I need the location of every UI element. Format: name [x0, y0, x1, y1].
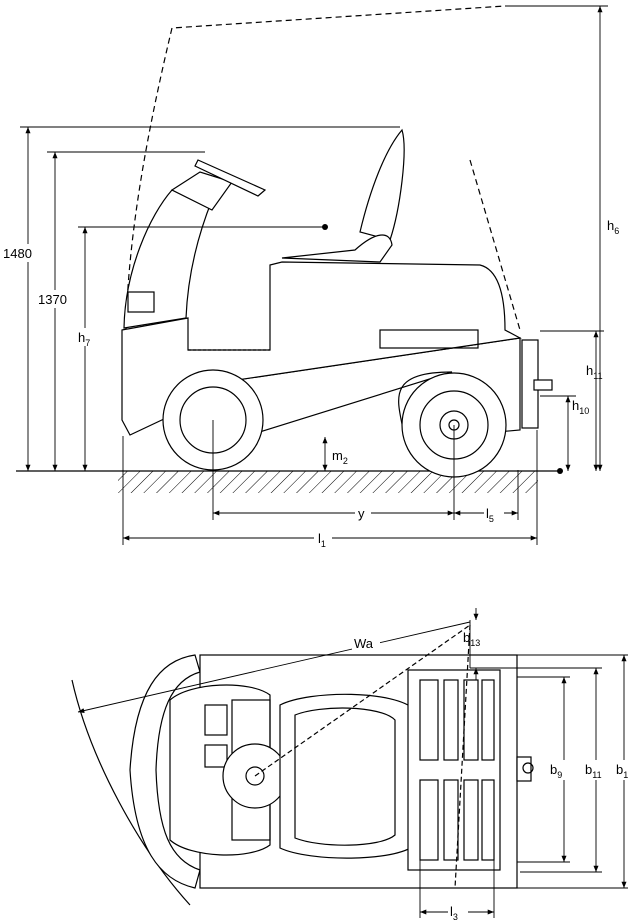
label-1480: 1480 [3, 246, 32, 261]
label-b9: b9 [550, 762, 562, 780]
label-h10: h10 [572, 398, 589, 416]
label-h7: h7 [78, 330, 90, 348]
top-view-labels: Wa b13 b9 b11 b1 l3 [352, 630, 629, 921]
coupling-point-marker [557, 468, 563, 474]
label-b13: b13 [463, 630, 480, 648]
steering-wheel-inner [245, 766, 265, 786]
label-h11: h11 [586, 363, 603, 381]
label-h6: h6 [607, 218, 619, 236]
steering-housing [169, 684, 271, 856]
control-block [204, 704, 228, 736]
label-b11: b11 [585, 762, 602, 780]
radius-dashed-1 [254, 624, 471, 777]
label-l5: l5 [486, 506, 494, 524]
label-l1: l1 [318, 531, 326, 549]
battery-cover [407, 669, 501, 871]
dim-wa-line [77, 621, 471, 714]
control-block-lower [204, 744, 228, 768]
side-view-dimensions [20, 5, 608, 545]
tow-pin-circle [522, 762, 534, 774]
label-wa: Wa [354, 636, 374, 651]
deck-ribs [419, 679, 495, 861]
seat-cushion-top [294, 707, 396, 846]
steering-column [123, 189, 213, 329]
side-view [16, 5, 560, 493]
tow-pin-top [516, 756, 532, 782]
coupling-pin [533, 379, 553, 391]
radius-dashed-2 [454, 624, 471, 889]
side-view-labels: 1480 1370 h7 h6 h11 h10 m2 y l5 l1 [2, 215, 626, 549]
ground-hatch [118, 471, 538, 493]
seat-back [359, 128, 405, 241]
side-decal [379, 329, 479, 349]
top-view [71, 624, 534, 906]
label-y: y [358, 506, 365, 521]
front-bumper [129, 654, 201, 889]
column-window [127, 291, 155, 313]
label-b1: b1 [616, 762, 628, 780]
center-of-gravity-marker [322, 224, 328, 230]
label-l3: l3 [450, 904, 458, 921]
steering-wheel [194, 159, 267, 197]
label-m2: m2 [332, 448, 348, 466]
label-1370: 1370 [38, 292, 67, 307]
seat-cushion [281, 234, 393, 263]
